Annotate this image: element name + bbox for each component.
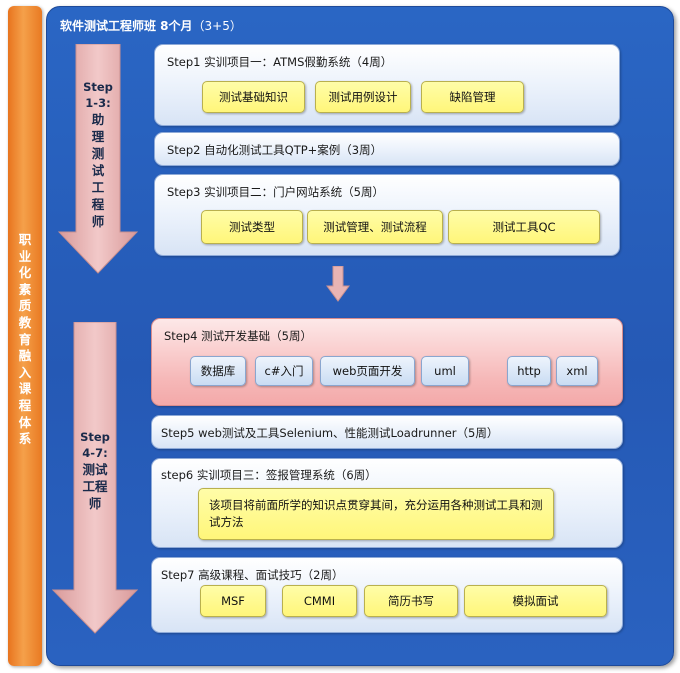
course-title: 软件测试工程师班 8个月（3+5） [60,17,242,34]
phase2-label: Step 4-7: 测试工程师 [80,430,110,511]
course-title-sub: （3+5） [192,19,242,33]
phase1-arrow [58,44,138,274]
step1-item-testcase: 测试用例设计 [315,81,411,113]
step7-item-interview: 模拟面试 [464,585,607,617]
step4-item-uml: uml [421,356,469,386]
step4-item-web: web页面开发 [320,356,415,386]
step1-item-defect: 缺陷管理 [421,81,524,113]
phase2-arrow [52,322,138,634]
step3-item-types: 测试类型 [201,210,303,244]
step1-title: Step1 实训项目一：ATMS假勤系统（4周） [167,55,393,69]
step3-item-qc: 测试工具QC [448,210,600,244]
step7-item-resume: 简历书写 [364,585,458,617]
step1-item-basics: 测试基础知识 [202,81,305,113]
course-title-main: 软件测试工程师班 8个月 [60,19,193,33]
side-category-bar: 职业化素质教育融入课程体系 [8,6,42,666]
step4-item-http: http [507,356,551,386]
phase1-label: Step 1-3: 助理测试工程师 [83,80,113,229]
step6-title: step6 实训项目三：签报管理系统（6周） [161,468,377,482]
step3-title: Step3 实训项目二：门户网站系统（5周） [167,185,384,199]
step2-title: Step2 自动化测试工具QTP+案例（3周） [167,143,383,157]
step2-card: Step2 自动化测试工具QTP+案例（3周） [154,132,620,166]
step7-item-cmmi: CMMI [282,585,357,617]
step3-item-process: 测试管理、测试流程 [307,210,443,244]
step4-title: Step4 测试开发基础（5周） [164,329,312,343]
transition-arrow [326,266,350,302]
step4-item-xml: xml [556,356,598,386]
step7-item-msf: MSF [200,585,266,617]
step7-title: Step7 高级课程、面试技巧（2周） [161,568,344,582]
side-category-label: 职业化素质教育融入课程体系 [18,232,32,447]
step5-card: Step5 web测试及工具Selenium、性能测试Loadrunner（5周… [151,415,623,449]
step6-description: 该项目将前面所学的知识点贯穿其间，充分运用各种测试工具和测试方法 [198,488,554,540]
step4-item-csharp: c#入门 [255,356,313,386]
step5-title: Step5 web测试及工具Selenium、性能测试Loadrunner（5周… [161,426,499,440]
step4-item-database: 数据库 [190,356,246,386]
